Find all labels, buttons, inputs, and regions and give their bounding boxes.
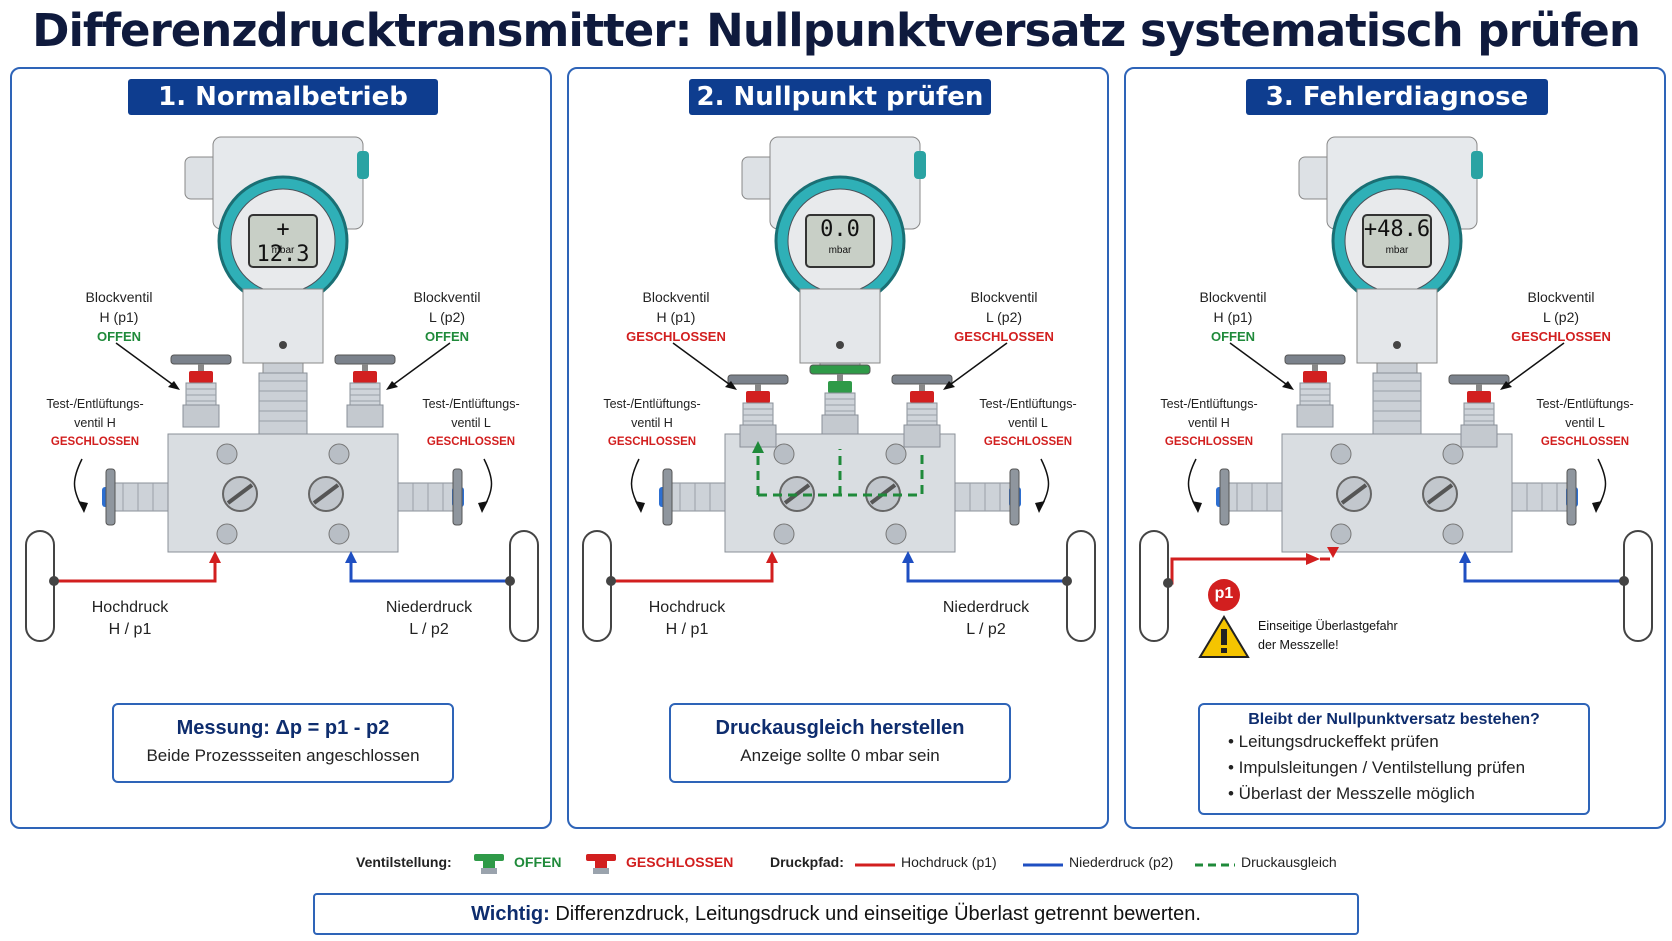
p1-badge-label: p1 xyxy=(1214,585,1234,602)
block-valve-h xyxy=(170,354,232,428)
lcd-screen xyxy=(805,214,875,268)
process-pot-l xyxy=(1066,530,1096,642)
info-box: Druckausgleich herstellen Anzeige sollte… xyxy=(669,703,1011,783)
legend-closed-label: GESCHLOSSEN xyxy=(626,854,734,870)
important-label: Wichtig: xyxy=(471,903,550,925)
transmitter-drawing xyxy=(1139,136,1653,658)
legend-equalize-line xyxy=(1195,863,1235,867)
block-valve-h xyxy=(1284,354,1346,428)
important-note: Wichtig: Differenzdruck, Leitungsdruck u… xyxy=(313,893,1359,935)
display-value: +48.6 xyxy=(1363,217,1431,242)
lcd-screen xyxy=(248,214,318,268)
panel-heading: 3. Fehlerdiagnose xyxy=(1246,79,1548,115)
display-unit: mbar xyxy=(271,245,295,256)
equalizing-valve xyxy=(809,364,871,438)
legend-equalize-label: Druckausgleich xyxy=(1241,854,1337,870)
page-title: Differenzdrucktransmitter: Nullpunktvers… xyxy=(32,4,1641,57)
test-valve-l xyxy=(954,468,1021,526)
display-unit: mbar xyxy=(828,245,852,256)
test-valve-h xyxy=(102,468,169,526)
test-valve-l-label: Test-/Entlüftungs-ventil L GESCHLOSSEN xyxy=(979,397,1077,448)
test-valve-l-label: Test-/Entlüftungs-ventil L GESCHLOSSEN xyxy=(1536,397,1634,448)
test-valve-l xyxy=(397,468,464,526)
lcd-screen xyxy=(1362,214,1432,268)
legend-valve-label: Ventilstellung: xyxy=(356,854,452,870)
test-valve-h-label: Test-/Entlüftungs-ventil H GESCHLOSSEN xyxy=(603,397,701,448)
block-valve-l xyxy=(334,354,396,428)
test-valve-l-label: Test-/Entlüftungs-ventil L GESCHLOSSEN xyxy=(422,397,520,448)
legend-low-line xyxy=(1023,863,1063,867)
legend-open-label: OFFEN xyxy=(514,854,562,870)
test-valve-l xyxy=(1511,468,1578,526)
manifold-block xyxy=(167,433,399,553)
important-text: Differenzdruck, Leitungsdruck und einsei… xyxy=(555,903,1201,925)
process-pot-h xyxy=(1139,530,1169,642)
legend-open-valve-icon xyxy=(474,854,504,874)
manifold-block xyxy=(1281,433,1513,553)
legend-high-line xyxy=(855,863,895,867)
equalize-path xyxy=(756,449,924,497)
block-valve-l xyxy=(891,374,953,448)
test-valve-h xyxy=(659,468,726,526)
info-box: Messung: Δp = p1 - p2 Beide Prozessseite… xyxy=(112,703,454,783)
legend-path-label: Druckpfad: xyxy=(770,854,844,870)
process-pot-h xyxy=(25,530,55,642)
legend-closed-valve-icon xyxy=(586,854,616,874)
process-pot-l xyxy=(1623,530,1653,642)
process-pot-h xyxy=(582,530,612,642)
panel-heading: 2. Nullpunkt prüfen xyxy=(689,79,991,115)
block-valve-h xyxy=(727,374,789,448)
block-valve-l xyxy=(1448,374,1510,448)
display-value: + 12.3 xyxy=(256,217,310,267)
process-pot-l xyxy=(509,530,539,642)
legend-high-label: Hochdruck (p1) xyxy=(901,854,997,870)
legend-low-label: Niederdruck (p2) xyxy=(1069,854,1174,870)
p1-badge xyxy=(1208,579,1240,611)
transmitter-drawing xyxy=(582,136,1096,642)
diagnosis-box: Bleibt der Nullpunktversatz bestehen? • … xyxy=(1198,703,1590,815)
test-valve-h-label: Test-/Entlüftungs-ventil H GESCHLOSSEN xyxy=(1160,397,1258,448)
panel-heading: 1. Normalbetrieb xyxy=(128,79,438,115)
legend: Ventilstellung: OFFEN GESCHLOSSEN Druckp… xyxy=(0,850,1672,880)
display-value: 0.0 xyxy=(820,217,860,242)
test-valve-h xyxy=(1216,468,1283,526)
display-unit: mbar xyxy=(1385,245,1409,256)
test-valve-h-label: Test-/Entlüftungs-ventil H GESCHLOSSEN xyxy=(46,397,144,448)
transmitter-drawing xyxy=(25,136,539,642)
